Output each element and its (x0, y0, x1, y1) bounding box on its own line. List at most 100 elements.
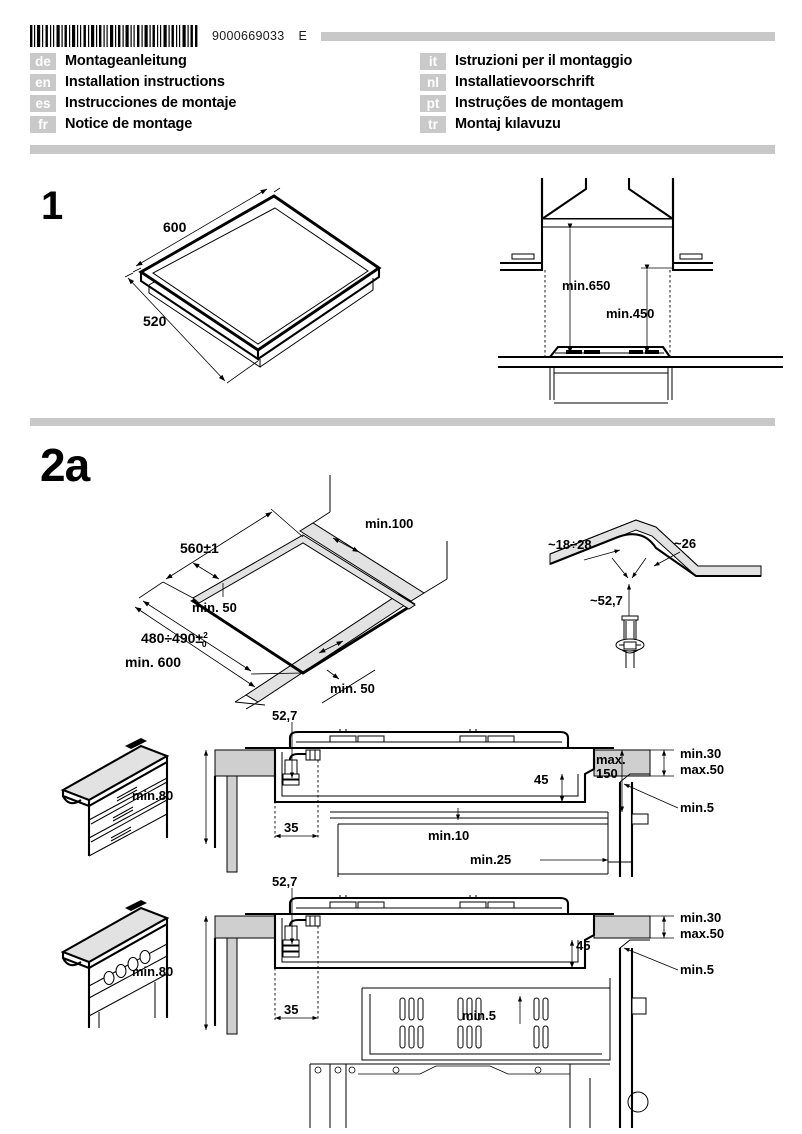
dimension-label: min. 50 (330, 681, 375, 696)
language-title: Instruções de montagem (455, 95, 624, 111)
cabinet-structure (213, 775, 238, 873)
vent-slots (399, 997, 549, 1049)
language-code: nl (420, 74, 446, 91)
corner-vertex-arrows (611, 557, 647, 579)
extractor-hood (540, 178, 675, 228)
dimension-35: 35 (275, 820, 318, 839)
hob-cross-section (245, 895, 614, 970)
gas-connector-icon (615, 615, 645, 668)
page-header: 9000669033 E (30, 24, 775, 48)
dimension-value: 560±1 (180, 540, 219, 556)
dimension-35: 35 (275, 1002, 318, 1021)
language-title: Instrucciones de montaje (65, 95, 237, 111)
dimension-label: min.80 (132, 788, 173, 803)
dimension-label: ~52,7 (590, 593, 623, 608)
figure-corner-detail: ~18÷28 ~26 ~52,7 (548, 500, 783, 685)
dimension-label: max. (596, 752, 626, 767)
dimension-connector-offset: ~52,7 (590, 584, 632, 618)
language-list: de Montageanleitung en Installation inst… (30, 52, 775, 136)
language-column-left: de Montageanleitung en Installation inst… (30, 52, 420, 136)
divider-top (30, 145, 775, 154)
dimension-label: max.50 (680, 926, 724, 941)
language-title: Installatievoorschrift (455, 74, 595, 90)
dimension-min450: min.450 (606, 264, 673, 353)
barcode-row: 9000669033 E (30, 24, 775, 48)
dimension-label: ~26 (674, 536, 696, 551)
language-code: pt (420, 95, 446, 112)
worktop-surface (245, 522, 425, 703)
figure-section-oven: 52,7 min.80 35 45 min.5 (132, 874, 790, 1128)
dimension-min100: min.100 (332, 516, 413, 553)
list-item: pt Instruções de montagem (420, 94, 775, 114)
dimension-label: max.50 (680, 762, 724, 777)
dimension-label: ~18÷28 (548, 537, 592, 552)
dimension-label: min. 50 (192, 600, 237, 615)
language-column-right: it Istruzioni per il montaggio nl Instal… (420, 52, 775, 136)
dimension-label: min.5 (680, 800, 714, 815)
gas-elbow-connector (282, 749, 321, 786)
dimension-560: 560±1 (162, 508, 304, 599)
dimension-label: min.5 (462, 1008, 496, 1023)
dimension-min50-right: min. 50 (318, 640, 375, 696)
language-code: de (30, 53, 56, 70)
drawer-unit (60, 738, 170, 857)
dimension-label: 35 (284, 820, 298, 835)
language-title: Montaj kılavuzu (455, 116, 561, 132)
rear-wall (608, 773, 650, 877)
list-item: nl Installatievoorschrift (420, 73, 775, 93)
cabinet-structure (213, 937, 238, 1035)
worktop-right (593, 915, 651, 939)
language-code: es (30, 95, 56, 112)
dimension-label: min.5 (680, 962, 714, 977)
language-code: en (30, 74, 56, 91)
dimension-label: 560±1 (180, 540, 219, 556)
dimension-min80: min.80 (132, 916, 209, 1030)
list-item: de Montageanleitung (30, 52, 420, 72)
dimension-width-600: 600 (132, 187, 281, 273)
dimension-label: 35 (284, 1002, 298, 1017)
dimension-min650: min.650 (562, 223, 610, 353)
dimension-label: min.25 (470, 852, 511, 867)
list-item: it Istruzioni per il montaggio (420, 52, 775, 72)
oven-below (309, 978, 611, 1128)
barcode-icon (30, 25, 198, 47)
dimension-45: 45 (534, 772, 565, 802)
figure-section-drawer: 52,7 min.80 35 45 max. 150 (132, 708, 790, 877)
language-title: Istruzioni per il montaggio (455, 53, 633, 69)
dimension-max150: max. 150 (596, 750, 626, 812)
language-title: Notice de montage (65, 116, 193, 132)
dimension-label: min.80 (132, 964, 173, 979)
dimension-corner-left: ~18÷28 (548, 537, 621, 561)
figure-hood-clearance: min.650 min.450 (498, 175, 783, 405)
dimension-worktop-thickness: min.30 max.50 (650, 910, 724, 941)
dimension-min5-wall: min.5 (623, 783, 714, 815)
header-rule (320, 31, 775, 41)
dimension-52-7: 52,7 (272, 708, 297, 778)
gas-elbow-connector (282, 915, 321, 958)
language-code: it (420, 53, 446, 70)
section-number-1: 1 (41, 184, 63, 228)
language-code: tr (420, 116, 446, 133)
dimension-depth-520: 520 (124, 272, 259, 384)
hob-on-worktop (498, 345, 783, 404)
figure-drawer-cabinet (55, 728, 185, 858)
language-title: Installation instructions (65, 74, 225, 90)
hob-cross-section (245, 729, 614, 804)
divider-middle (30, 418, 775, 426)
dimension-corner-right: ~26 (653, 536, 696, 567)
rear-wall (618, 939, 650, 1128)
part-number: 9000669033 (212, 29, 285, 43)
dimension-min5-oven: min.5 (462, 996, 523, 1024)
drawer-box (330, 811, 609, 877)
list-item: es Instrucciones de montaje (30, 94, 420, 114)
dimension-min600: min. 600 (125, 606, 256, 688)
section-number-2a: 2a (40, 439, 90, 491)
dimension-45: 45 (569, 938, 590, 968)
revision-code: E (298, 29, 307, 43)
dimension-min80: min.80 (132, 750, 209, 844)
oven-unit (60, 900, 170, 1028)
worktop-left (214, 749, 276, 777)
dimension-min25: min.25 (470, 852, 608, 867)
